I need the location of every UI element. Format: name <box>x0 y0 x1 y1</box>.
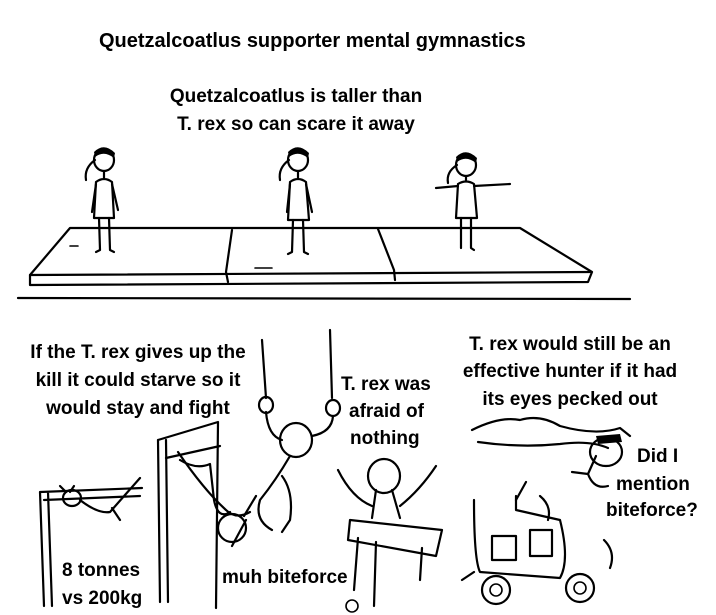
weight-caption-line1: 8 tonnes <box>62 560 141 581</box>
table-figure <box>336 457 444 608</box>
rings-figure <box>230 328 342 548</box>
afraid-caption-line2: afraid of <box>349 401 424 422</box>
hunter-caption-line3: its eyes pecked out <box>482 389 658 410</box>
panel-divider <box>16 296 632 301</box>
gymnastics-mat <box>28 226 594 287</box>
gymnast-arms-out <box>434 152 512 252</box>
comic-title: Quetzalcoatlus supporter mental gymnasti… <box>99 30 526 52</box>
bottom-ring <box>345 599 359 613</box>
mention-caption-line1: Did I <box>637 446 679 467</box>
car-figure <box>460 416 632 606</box>
hunter-caption-line1: T. rex would still be an <box>469 334 671 355</box>
gymnast-standing-left <box>84 147 120 254</box>
afraid-caption-line1: T. rex was <box>341 374 431 395</box>
tall-caption-line1: Quetzalcoatlus is taller than <box>169 86 423 107</box>
uneven-bars-figure <box>156 420 252 610</box>
mention-caption-line3: biteforce? <box>606 500 698 521</box>
starve-caption-line3: would stay and fight <box>46 398 230 419</box>
biteforce-caption: muh biteforce <box>222 567 348 588</box>
afraid-caption-line3: nothing <box>350 428 420 449</box>
starve-caption-line2: kill it could starve so it <box>35 370 241 391</box>
starve-caption-line1: If the T. rex gives up the <box>30 342 246 363</box>
mention-caption-line2: mention <box>616 474 690 495</box>
weight-caption-line2: vs 200kg <box>62 588 143 609</box>
high-bar-figure <box>38 476 144 608</box>
gymnast-standing-center <box>278 147 314 256</box>
hunter-caption-line2: effective hunter if it had <box>462 361 678 382</box>
tall-caption-line2: T. rex so can scare it away <box>177 114 415 135</box>
